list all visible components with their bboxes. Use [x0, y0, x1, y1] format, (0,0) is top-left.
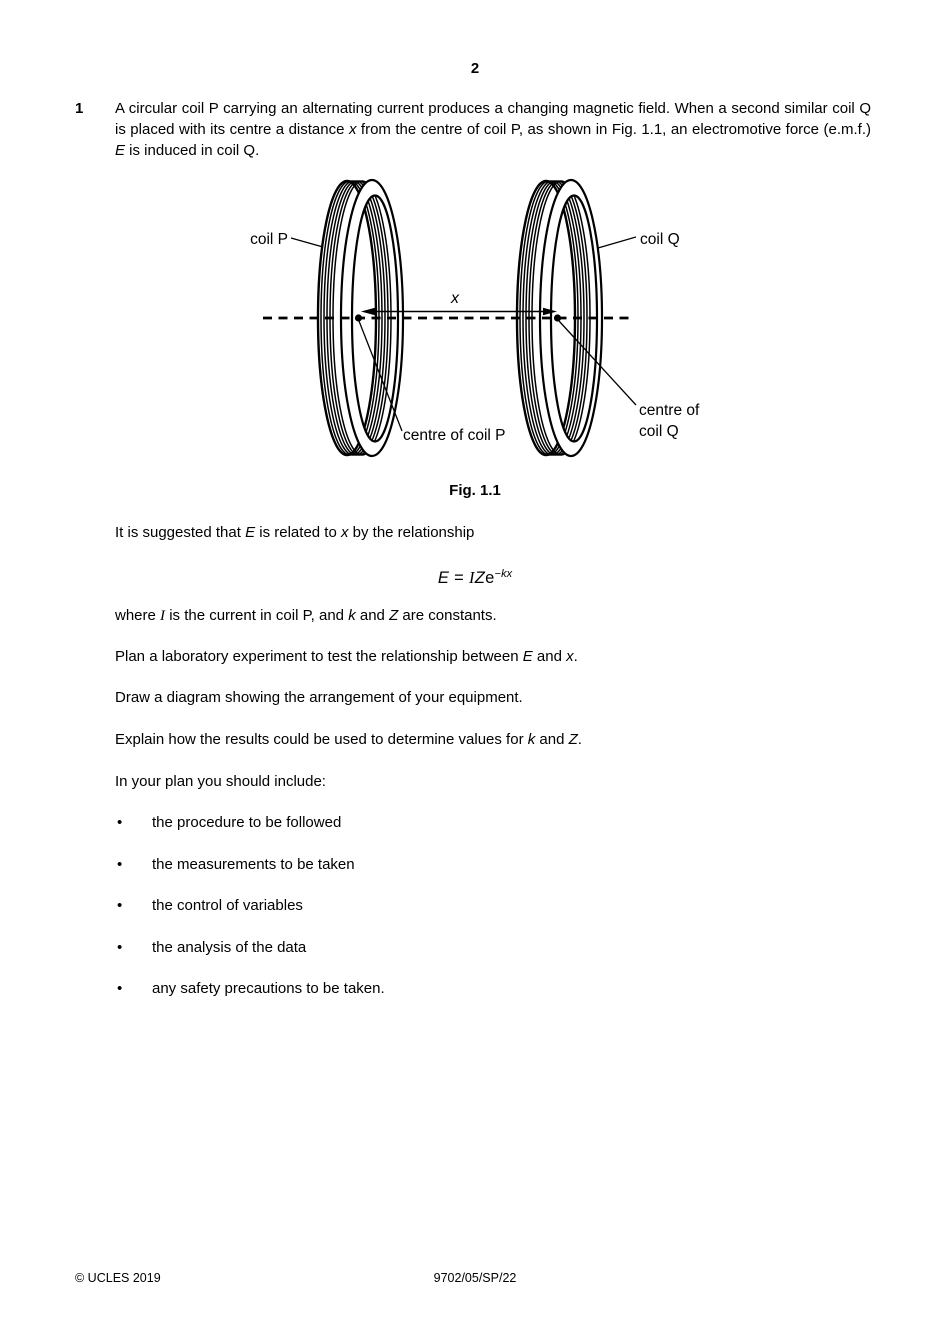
symbol-x: x [340, 524, 349, 541]
pointer-line-centre-p [358, 320, 403, 432]
bullet-icon: • [117, 897, 123, 914]
symbol-k: k [348, 607, 356, 624]
centre-of-coil-q-label-line1: centre of [639, 402, 700, 419]
suggested-text-3: by the relationship [348, 524, 475, 541]
centre-dot-coil-p [354, 314, 363, 322]
symbol-x: x [348, 121, 357, 138]
symbol-k: k [527, 731, 536, 748]
arrowhead-right [543, 307, 557, 316]
symbol-emf: E [522, 648, 533, 665]
list-item: • the procedure to be followed [117, 812, 341, 833]
plan-line: Plan a laboratory experiment to test the… [115, 646, 871, 667]
coil-p-label: coil P [250, 231, 288, 248]
question-intro-paragraph: A circular coil P carrying an alternatin… [115, 98, 871, 161]
centre-of-coil-p-label: centre of coil P [403, 427, 506, 444]
plan-text-2: and [532, 648, 567, 665]
page-number: 2 [470, 60, 480, 77]
question-number: 1 [75, 100, 84, 117]
intro-text-2: from the centre of coil P, as shown in F… [356, 121, 871, 138]
footer-copyright: © UCLES 2019 [75, 1271, 161, 1285]
explain-text-1: Explain how the results could be used to… [115, 731, 528, 748]
distance-x-arrow [361, 307, 557, 316]
explain-text-3: . [577, 731, 582, 748]
pointer-line-coil-q [597, 236, 637, 249]
exponent-minus: − [494, 568, 502, 580]
where-text-2: is the current in coil P, and [165, 607, 349, 624]
bullet-text: the measurements to be taken [152, 856, 355, 873]
distance-x-label: x [450, 290, 460, 307]
symbol-emf: E [115, 142, 126, 159]
equation-exponent: −kx [495, 568, 512, 580]
symbol-Z: Z [568, 731, 578, 748]
equation-e: e [485, 569, 495, 587]
bullet-icon: • [117, 856, 123, 873]
where-text-4: are constants. [398, 607, 497, 624]
equation-Z: Z [474, 569, 486, 587]
explain-line: Explain how the results could be used to… [115, 729, 871, 750]
equation-I: I [468, 568, 475, 587]
list-item: • the control of variables [117, 895, 303, 916]
list-item: • the measurements to be taken [117, 854, 355, 875]
pointer-line-centre-q [558, 320, 637, 406]
symbol-x: x [566, 648, 574, 665]
bullet-icon: • [117, 939, 123, 956]
suggested-text-2: is related to [255, 524, 341, 541]
centre-of-coil-q-label-line2: coil Q [639, 423, 679, 440]
list-item: • the analysis of the data [117, 937, 306, 958]
pointer-line-coil-p [290, 237, 324, 248]
equation-equals: = [449, 569, 469, 587]
bullet-text: the procedure to be followed [152, 814, 342, 831]
exponent-kx: kx [501, 568, 513, 580]
centre-dot-coil-q [553, 314, 562, 322]
plan-text-1: Plan a laboratory experiment to test the… [115, 648, 523, 665]
list-item: • any safety precautions to be taken. [117, 978, 385, 999]
intro-text-3: is induced in coil Q. [125, 142, 260, 159]
intro-text-1: A circular coil P carrying an alternatin… [115, 100, 871, 138]
figure-caption: Fig. 1.1 [449, 482, 501, 499]
bullet-text: the control of variables [152, 897, 303, 914]
bullet-icon: • [117, 814, 123, 831]
draw-line: Draw a diagram showing the arrangement o… [115, 689, 523, 706]
arrowhead-left [361, 307, 375, 316]
equation: E = IZe−kx [0, 564, 950, 589]
symbol-Z: Z [389, 607, 399, 624]
footer-paper-code: 9702/05/SP/22 [433, 1271, 517, 1285]
include-heading: In your plan you should include: [115, 773, 326, 790]
plan-text-3: . [573, 648, 578, 665]
where-line: where I is the current in coil P, and k … [115, 605, 871, 627]
suggested-line: It is suggested that E is related to x b… [115, 522, 871, 543]
coil-q-label: coil Q [640, 231, 680, 248]
where-text-3: and [355, 607, 390, 624]
explain-text-2: and [535, 731, 569, 748]
bullet-text: any safety precautions to be taken. [152, 980, 385, 997]
symbol-current-I: I [160, 608, 166, 624]
bullet-text: the analysis of the data [152, 939, 307, 956]
suggested-text-1: It is suggested that [115, 524, 246, 541]
bullet-icon: • [117, 980, 123, 997]
equation-E: E [437, 569, 450, 587]
where-text-1: where [115, 607, 161, 624]
figure-coils-diagram: x coil P coil Q centre of coil P centre … [250, 178, 700, 458]
symbol-emf: E [245, 524, 256, 541]
